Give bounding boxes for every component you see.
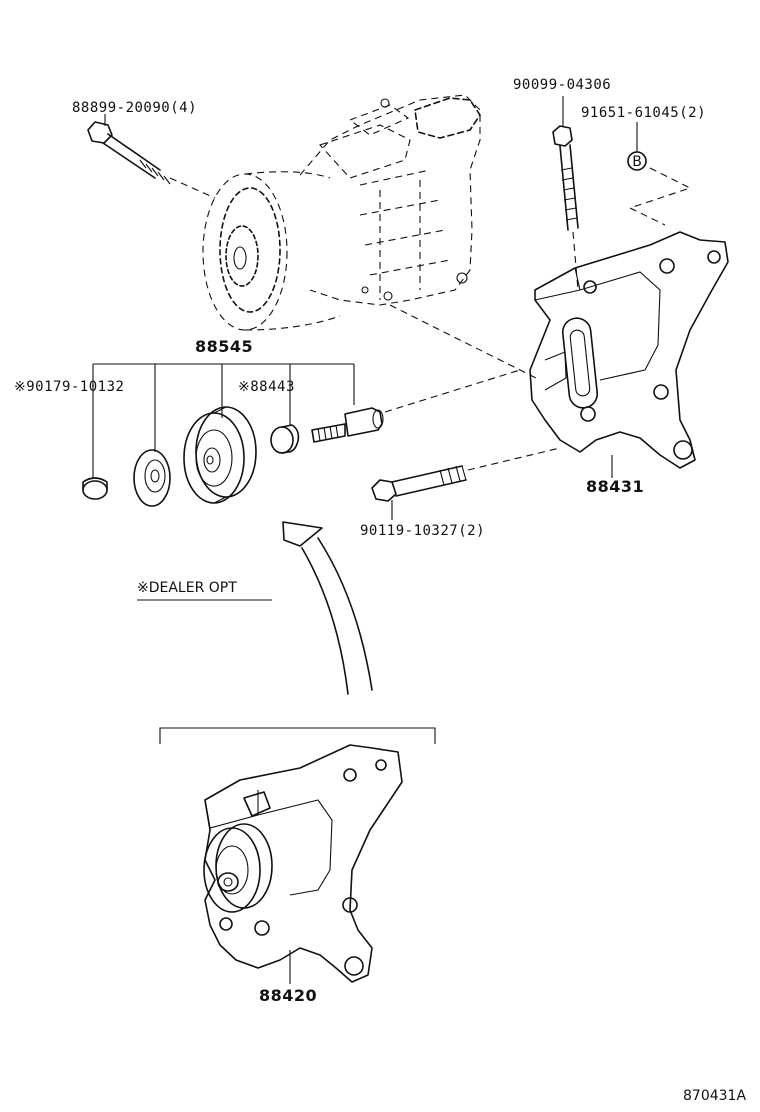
collar-part (82, 477, 108, 500)
compressor-bolt (87, 114, 216, 199)
label-collar-opt: ※90179-10132 (14, 379, 124, 395)
idler-kit (82, 363, 521, 507)
top-bolt (552, 96, 579, 291)
nut-part: B (627, 122, 692, 226)
compressor (202, 94, 481, 331)
idler-pulley-part (183, 406, 257, 504)
figure-id: 870431A (683, 1088, 746, 1104)
label-idler-kit: 88545 (195, 337, 253, 356)
nut-symbol-icon: B (632, 154, 642, 170)
label-compressor-bolt: 88899-20090(4) (72, 100, 197, 116)
label-spacer-opt: ※88443 (238, 379, 295, 395)
bracket-88420 (159, 727, 436, 984)
washer-part (133, 449, 171, 507)
label-top-bolt: 90099-04306 (513, 77, 611, 93)
bracket-88431 (529, 231, 729, 478)
label-bracket-upper: 88431 (586, 477, 644, 496)
transition-arrow (282, 521, 373, 695)
label-bracket-assy: 88420 (259, 986, 317, 1005)
lower-bolt (371, 447, 561, 520)
label-lower-bolt: 90119-10327(2) (360, 523, 485, 539)
spacer-part (270, 424, 300, 454)
label-nut: 91651-61045(2) (581, 105, 706, 121)
mount-guide-line (389, 304, 541, 381)
idler-bolt-part (311, 369, 521, 443)
label-dealer-opt: ※DEALER OPT (137, 580, 237, 596)
